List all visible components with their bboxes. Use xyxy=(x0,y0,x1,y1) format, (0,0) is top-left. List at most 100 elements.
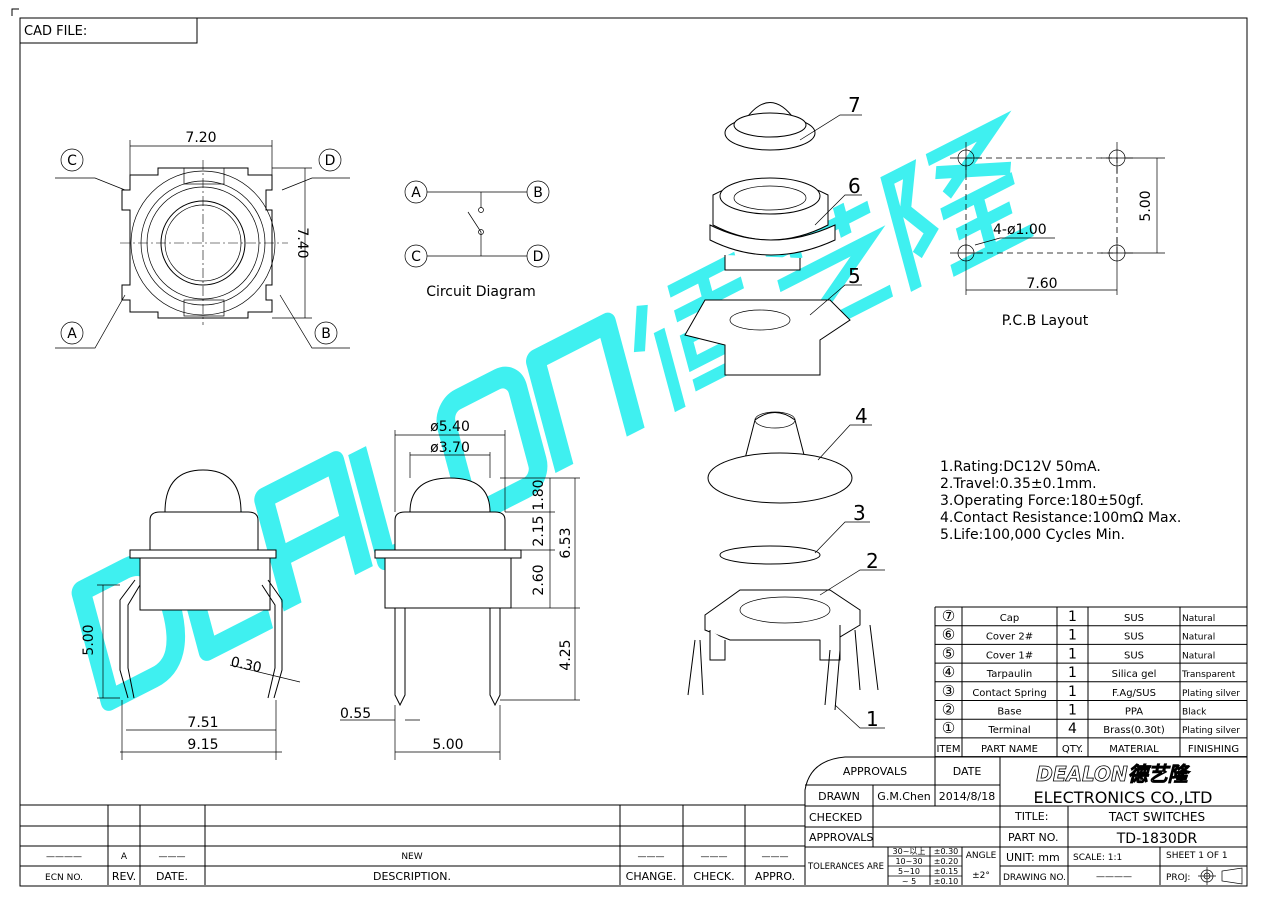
right-h1: 1.80 xyxy=(531,479,547,510)
right-h2: 2.15 xyxy=(531,515,547,546)
bom-cell-finish: Natural xyxy=(1182,614,1215,624)
company-logo: DEALON德艺隆 xyxy=(1036,762,1191,786)
bom-cell-finish: Natural xyxy=(1182,651,1215,661)
drawn-label: DRAWN xyxy=(818,790,860,803)
drawing-title: TACT SWITCHES xyxy=(1108,810,1205,824)
rev-header: CHECK. xyxy=(693,870,734,883)
right-pitch: 5.00 xyxy=(432,737,463,753)
spec-rating: 1.Rating:DC12V 50mA. xyxy=(940,459,1101,475)
bom-cell-finish: Plating silver xyxy=(1182,689,1240,699)
pcb-height-dim: 5.00 xyxy=(1138,190,1154,221)
left-outer-width: 9.15 xyxy=(187,737,218,753)
bom-cell-qty: 1 xyxy=(1068,684,1077,700)
cad-file-box xyxy=(19,17,198,44)
bom-cell-item: ① xyxy=(942,719,955,737)
label-3: 3 xyxy=(853,501,866,525)
bom-header: QTY. xyxy=(1062,744,1083,755)
part-no: TD-1830DR xyxy=(1116,831,1198,847)
bom-cell-item: ② xyxy=(942,701,955,719)
rev-appro: ——— xyxy=(762,852,789,862)
spec-travel: 2.Travel:0.35±0.1mm. xyxy=(940,476,1097,492)
circuit-title: Circuit Diagram xyxy=(426,284,536,300)
bom-cell-name: Base xyxy=(997,707,1021,718)
exploded-view: 7 6 5 4 3 2 1 xyxy=(684,93,885,731)
tol-range: 30~以上 xyxy=(893,847,926,856)
spec-force: 3.Operating Force:180±50gf. xyxy=(940,493,1144,509)
angle-label: ANGLE xyxy=(966,851,997,861)
watermark-cjk-3 xyxy=(880,110,1034,292)
tol-value: ±0.30 xyxy=(934,847,959,856)
bom-cell-item: ⑤ xyxy=(942,644,955,662)
bom-cell-qty: 1 xyxy=(1068,646,1077,662)
checked-label: CHECKED xyxy=(809,811,862,824)
watermark-letter-n xyxy=(526,312,645,474)
tol-value: ±0.20 xyxy=(934,857,959,866)
pcb-layout: 5.00 4-ø1.00 7.60 P.C.B Layout xyxy=(950,142,1165,329)
title-block: APPROVALS DATE DRAWN G.M.Chen 2014/8/18 … xyxy=(804,756,1247,886)
right-lead-w: 0.55 xyxy=(340,706,371,722)
rev-check: ——— xyxy=(701,852,728,862)
pcb-width-dim: 7.60 xyxy=(1026,276,1057,292)
sheet: SHEET 1 OF 1 xyxy=(1166,851,1228,861)
label-4: 4 xyxy=(855,404,868,428)
angle-tol: ±2° xyxy=(972,871,990,881)
bom-header: MATERIAL xyxy=(1109,744,1159,755)
proj-label: PROJ: xyxy=(1166,873,1190,883)
bom-cell-material: SUS xyxy=(1124,613,1144,624)
label-5: 5 xyxy=(848,264,861,288)
rev-change: ——— xyxy=(638,852,665,862)
right-d1: ø5.40 xyxy=(430,419,470,435)
tolerances-label: TOLERANCES ARE xyxy=(807,862,884,872)
width-dim: 7.20 xyxy=(185,130,216,146)
label-6: 6 xyxy=(848,174,861,198)
title-label: TITLE: xyxy=(1014,810,1048,823)
left-lead-dim: 0.30 xyxy=(229,654,263,676)
drawn-by: G.M.Chen xyxy=(877,790,930,803)
bom-cell-item: ④ xyxy=(942,663,955,681)
tol-range: ~ 5 xyxy=(902,877,916,886)
rev-header: ECN NO. xyxy=(45,873,83,883)
terminal-b-label: B xyxy=(321,326,331,342)
drawing-border xyxy=(19,17,1248,887)
circuit-b: B xyxy=(533,185,543,201)
bom-header: ITEM xyxy=(936,744,960,755)
tol-value: ±0.15 xyxy=(934,867,959,876)
bom-cell-name: Cover 2# xyxy=(986,632,1033,643)
unit: UNIT: mm xyxy=(1006,851,1060,864)
circuit-diagram: A B C D Circuit Diagram xyxy=(404,180,550,300)
rev-header: DESCRIPTION. xyxy=(373,870,451,883)
bom-cell-material: Brass(0.30t) xyxy=(1103,725,1165,736)
circuit-c: C xyxy=(411,249,421,265)
height-dim: 7.40 xyxy=(294,227,310,258)
watermark-letter-a xyxy=(254,451,373,612)
bom-cell-material: SUS xyxy=(1124,632,1144,643)
right-h3: 2.60 xyxy=(531,564,547,595)
right-d2: ø3.70 xyxy=(430,440,470,456)
rev-description: NEW xyxy=(401,852,422,862)
company-name: ELECTRONICS CO.,LTD xyxy=(1034,788,1213,807)
projection-symbol-icon xyxy=(1198,867,1243,885)
bom-cell-finish: Transparent xyxy=(1181,670,1236,680)
bom-cell-name: Contact Spring xyxy=(972,688,1046,699)
bom-cell-finish: Natural xyxy=(1182,633,1215,643)
bom-cell-qty: 4 xyxy=(1068,721,1077,737)
rev-letter: A xyxy=(121,852,128,862)
spec-life: 5.Life:100,000 Cycles Min. xyxy=(940,527,1125,543)
revision-block: ———— A ——— NEW ——— ——— ——— ECN NO. REV. … xyxy=(20,804,805,885)
terminal-a-label: A xyxy=(67,326,77,342)
bom-cell-item: ⑥ xyxy=(942,626,955,644)
drawn-date: 2014/8/18 xyxy=(939,790,995,803)
left-inner-width: 7.51 xyxy=(187,715,218,731)
date-label: DATE xyxy=(953,765,982,778)
label-2: 2 xyxy=(866,549,879,573)
bom-cell-name: Cover 1# xyxy=(986,650,1033,661)
tol-range: 10~30 xyxy=(895,857,922,866)
spec-resistance: 4.Contact Resistance:100mΩ Max. xyxy=(940,510,1181,526)
part-no-label: PART NO. xyxy=(1008,831,1058,844)
bom-cell-item: ⑦ xyxy=(942,607,955,625)
tol-value: ±0.10 xyxy=(934,877,959,886)
bom-cell-qty: 1 xyxy=(1068,665,1077,681)
side-view-left: 5.00 0.30 7.51 9.15 xyxy=(81,469,301,760)
bom-cell-qty: 1 xyxy=(1068,609,1077,625)
